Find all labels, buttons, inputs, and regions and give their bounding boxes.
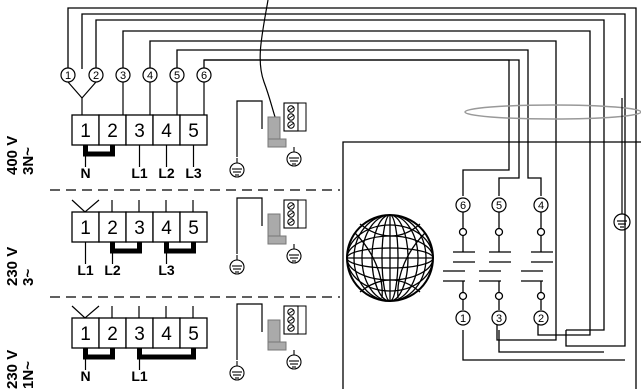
config-1-phase: 3N~ (20, 147, 37, 175)
wire-loop-2 (81, 13, 626, 347)
terminal-1-4-label: 4 (161, 121, 172, 142)
wire-markers: 1 2 3 4 5 6 (60, 67, 212, 115)
terminal-3-3-label: 3 (134, 324, 145, 345)
heater-bottom-marker-1-text: 1 (460, 313, 466, 325)
wire-loop-5 (149, 40, 557, 341)
wire-loop-4 (122, 30, 591, 336)
heater-bottom-marker-2: 2 (533, 310, 549, 326)
heater-bottom-marker-2-text: 2 (538, 313, 544, 325)
config-labels: 400 V 3N~ 230 V 3~ 230 V 1N~ (4, 136, 37, 389)
row-2-label-l3: L3 (158, 262, 175, 278)
terminal-1-3-label: 3 (134, 121, 145, 142)
config-1-voltage: 400 V (4, 136, 21, 175)
wire-marker-4: 4 (142, 67, 158, 83)
thermostat-2 (236, 197, 307, 254)
contactor-2: 53 (479, 197, 511, 326)
terminal-3-3 (125, 317, 154, 349)
row-1-label-l3: L3 (185, 165, 202, 181)
ground-symbol-row-2 (229, 255, 245, 275)
heater-bottom-marker-1: 1 (455, 310, 471, 326)
jumper-bar (137, 348, 196, 360)
config-3-phase: 1N~ (20, 361, 37, 389)
heater-top-marker-4: 4 (533, 197, 549, 213)
wire-marker-1: 1 (60, 67, 76, 83)
terminal-1-5-label: 5 (188, 121, 199, 142)
terminal-2-4-label: 4 (161, 218, 172, 239)
sensor-wire (259, 0, 277, 121)
config-3-voltage: 230 V (4, 350, 21, 389)
wire-loop-3 (95, 19, 605, 331)
wire-marker-6: 6 (196, 67, 212, 83)
wire-loops (67, 7, 641, 389)
wire-marker-2-text: 2 (93, 70, 99, 82)
ground-symbol-thermo-2 (286, 244, 302, 264)
terminal-3-4-label: 4 (161, 324, 172, 345)
terminal-3-5-label: 5 (188, 324, 199, 345)
wire-loop-6 (176, 49, 542, 196)
config-2-phase: 3~ (20, 269, 37, 286)
wire-marker-3-text: 3 (120, 70, 126, 82)
ground-symbol-thermo-1 (286, 147, 302, 167)
ground-symbol-row-3 (229, 361, 245, 381)
terminal-3-1-label: 1 (80, 324, 91, 345)
row-1-label-n: N (80, 165, 90, 181)
terminal-2-3-label: 3 (134, 218, 145, 239)
row-2-label-l1: L1 (77, 262, 94, 278)
terminal-2-1-label: 1 (80, 218, 91, 239)
separators (50, 189, 340, 298)
jumper-bar (83, 145, 115, 157)
contactor-1: 61 (443, 197, 475, 326)
wire-marker-1-text: 1 (65, 70, 71, 82)
wire-marker-6-text: 6 (201, 70, 207, 82)
terminal-2-2-label: 2 (107, 218, 118, 239)
ground-symbol-row-1 (229, 158, 245, 178)
jumper-bar (164, 242, 196, 254)
jumper-bar (83, 348, 115, 360)
row-1-label-l1: L1 (131, 165, 148, 181)
terminal-2-5-label: 5 (188, 218, 199, 239)
heater-bottom-marker-3: 3 (491, 310, 507, 326)
terminal-1-1-label: 1 (80, 121, 91, 142)
config-2-voltage: 230 V (4, 247, 21, 286)
heater-top-marker-5-text: 5 (496, 200, 502, 212)
heater-top-marker-4-text: 4 (538, 200, 544, 212)
jumper-bar (110, 242, 142, 254)
row-3-label-l1: L1 (131, 368, 148, 384)
terminal-2-1 (71, 211, 100, 243)
wire-marker-2: 2 (88, 67, 104, 83)
wire-loop-8 (204, 59, 510, 196)
heater-top-marker-6: 6 (455, 197, 471, 213)
row-2-label-l2: L2 (104, 262, 121, 278)
wire-marker-5-text: 5 (174, 70, 180, 82)
ground-symbol-right (613, 98, 631, 231)
contactor-3: 42 (521, 197, 553, 326)
wire-marker-3: 3 (115, 67, 131, 83)
terminal-3-1 (71, 317, 100, 349)
wire-loop-7 (203, 59, 520, 196)
terminal-1-2-label: 2 (107, 121, 118, 142)
thermostat-3 (236, 303, 307, 360)
terminal-1-5 (179, 114, 208, 146)
ground-symbol-thermo-3 (286, 350, 302, 370)
row-3-label-n: N (80, 368, 90, 384)
row-1-label-l2: L2 (158, 165, 175, 181)
heater-sphere (346, 214, 434, 302)
heater-top-marker-5: 5 (491, 197, 507, 213)
terminal-3-2-label: 2 (107, 324, 118, 345)
heater-top-marker-6-text: 6 (460, 200, 466, 212)
heater-bottom-marker-3-text: 3 (496, 313, 502, 325)
wire-marker-5: 5 (169, 67, 185, 83)
wire-marker-4-text: 4 (147, 70, 153, 82)
thermostat-1 (236, 100, 307, 157)
cable-ring (464, 104, 641, 120)
wire-loop-1 (67, 7, 637, 389)
